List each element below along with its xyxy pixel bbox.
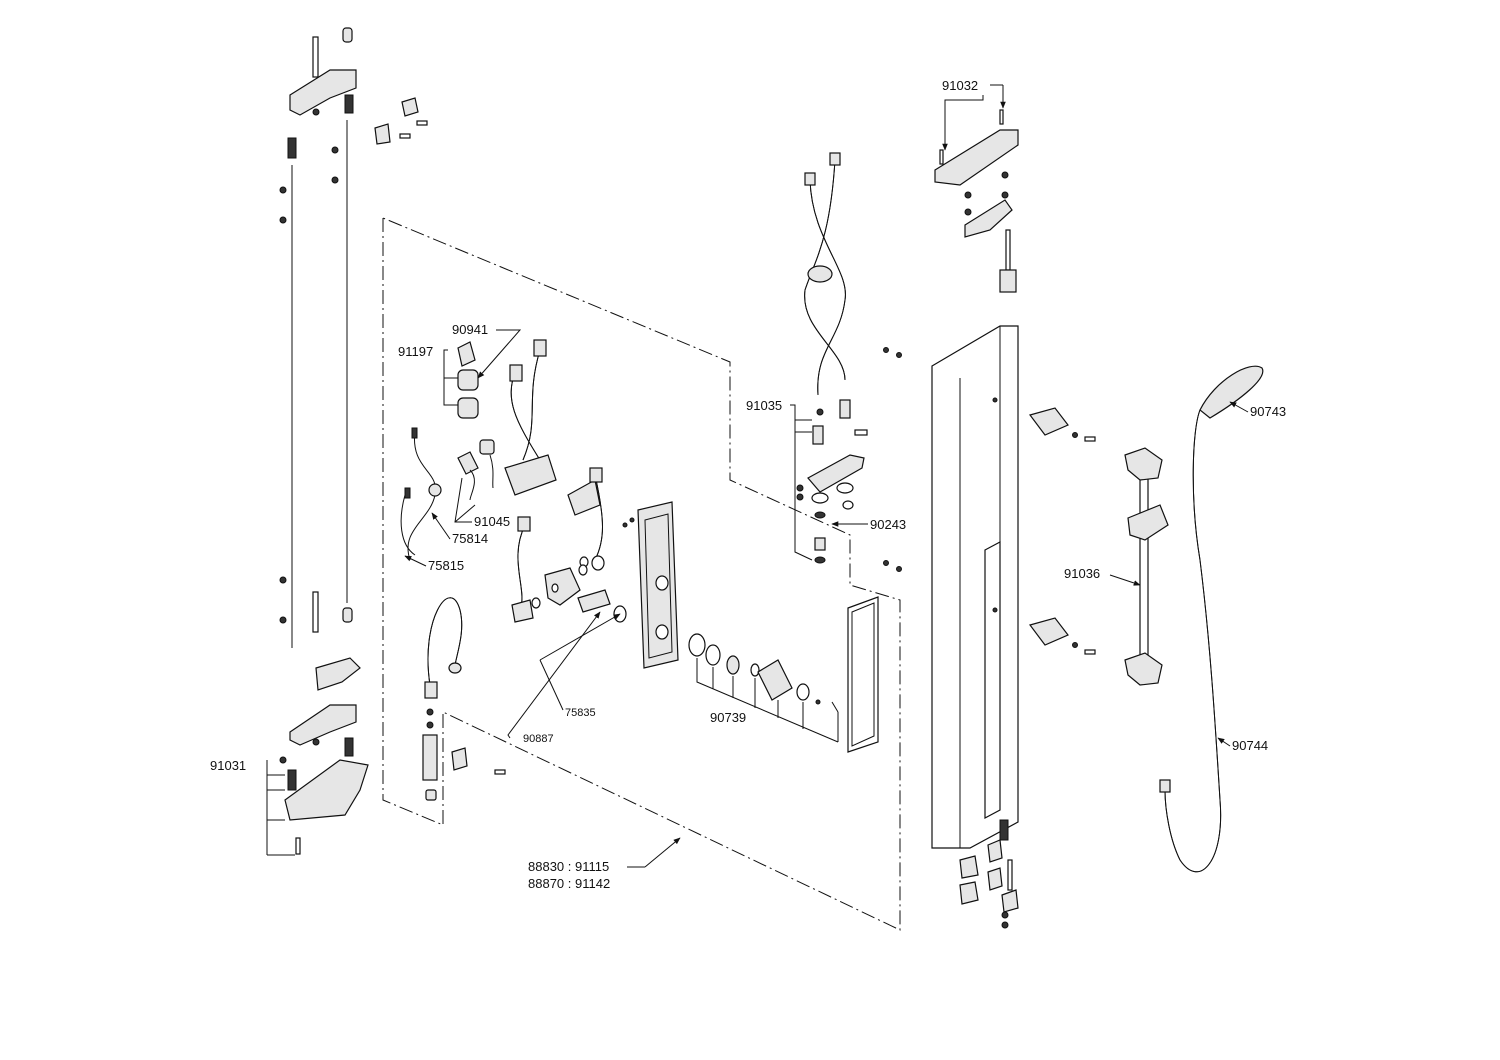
svg-text:91035: 91035 — [746, 398, 782, 413]
svg-text:90941: 90941 — [452, 322, 488, 337]
callout-91031: 91031 — [210, 758, 295, 856]
svg-text:90743: 90743 — [1250, 404, 1286, 419]
svg-text:75814: 75814 — [452, 531, 488, 546]
svg-text:91045: 91045 — [474, 514, 510, 529]
back-plate — [622, 501, 679, 669]
top-clip-parts — [374, 97, 428, 145]
svg-text:88830 : 91115: 88830 : 91115 — [528, 859, 609, 874]
left-rail-assembly — [279, 27, 369, 855]
svg-text:91032: 91032 — [942, 78, 978, 93]
panel-screws — [883, 347, 902, 572]
callouts: 91032 90941 91197 91035 90743 91045 7581… — [398, 78, 1286, 891]
handle-parts — [688, 633, 839, 743]
svg-text:90739: 90739 — [710, 710, 746, 725]
panel-outline-dashed — [382, 217, 901, 931]
svg-text:91036: 91036 — [1064, 566, 1100, 581]
valve-components — [400, 339, 627, 801]
hand-shower — [1159, 365, 1264, 873]
svg-text:91197: 91197 — [398, 344, 433, 359]
slide-rail — [1028, 407, 1169, 686]
hose-assembly-top — [794, 152, 868, 564]
shower-column — [931, 109, 1019, 929]
svg-text:88870 : 91142: 88870 : 91142 — [528, 876, 610, 891]
inspection-window — [847, 596, 879, 753]
svg-text:75815: 75815 — [428, 558, 464, 573]
svg-text:91031: 91031 — [210, 758, 246, 773]
svg-text:90744: 90744 — [1232, 738, 1268, 753]
svg-text:75835: 75835 — [565, 707, 596, 719]
svg-text:90243: 90243 — [870, 517, 906, 532]
svg-text:90887: 90887 — [523, 733, 554, 745]
